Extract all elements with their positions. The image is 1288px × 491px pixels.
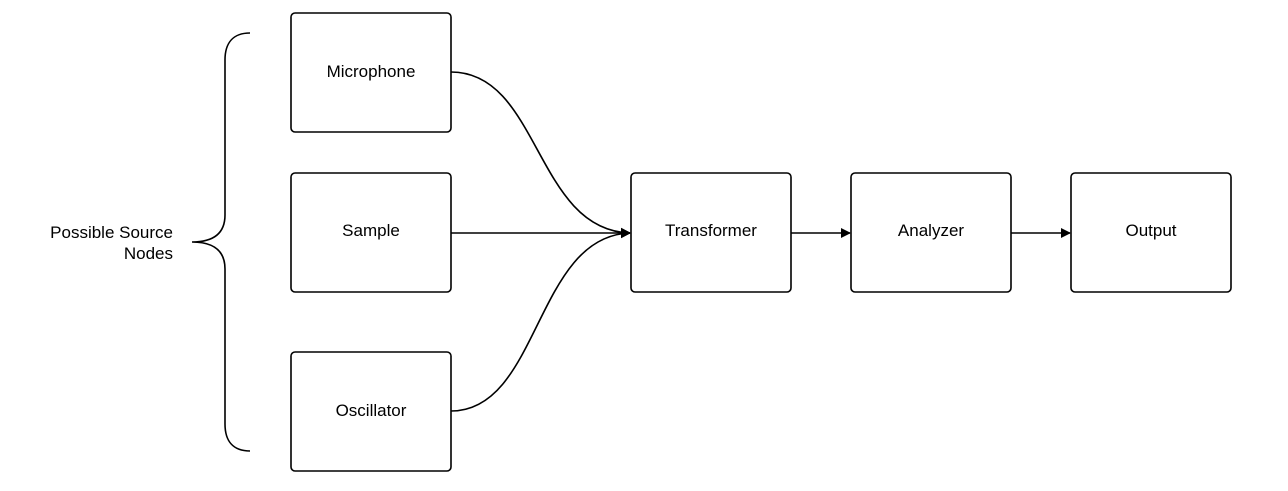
node-oscillator-label: Oscillator xyxy=(336,401,407,420)
node-transformer-label: Transformer xyxy=(665,221,757,240)
node-output-label: Output xyxy=(1125,221,1176,240)
source-nodes-label-line2: Nodes xyxy=(124,244,173,263)
node-analyzer-label: Analyzer xyxy=(898,221,964,240)
node-sample: Sample xyxy=(290,172,452,293)
edge-oscillator-transformer xyxy=(450,228,631,412)
node-sample-label: Sample xyxy=(342,221,400,240)
node-microphone-label: Microphone xyxy=(327,62,416,81)
node-microphone: Microphone xyxy=(290,12,452,133)
node-analyzer: Analyzer xyxy=(850,172,1012,293)
source-nodes-label: Possible Source xyxy=(50,223,173,242)
node-output: Output xyxy=(1070,172,1232,293)
source-nodes-brace xyxy=(191,32,251,452)
edge-microphone-transformer xyxy=(450,71,631,238)
node-oscillator: Oscillator xyxy=(290,351,452,472)
node-transformer: Transformer xyxy=(630,172,792,293)
